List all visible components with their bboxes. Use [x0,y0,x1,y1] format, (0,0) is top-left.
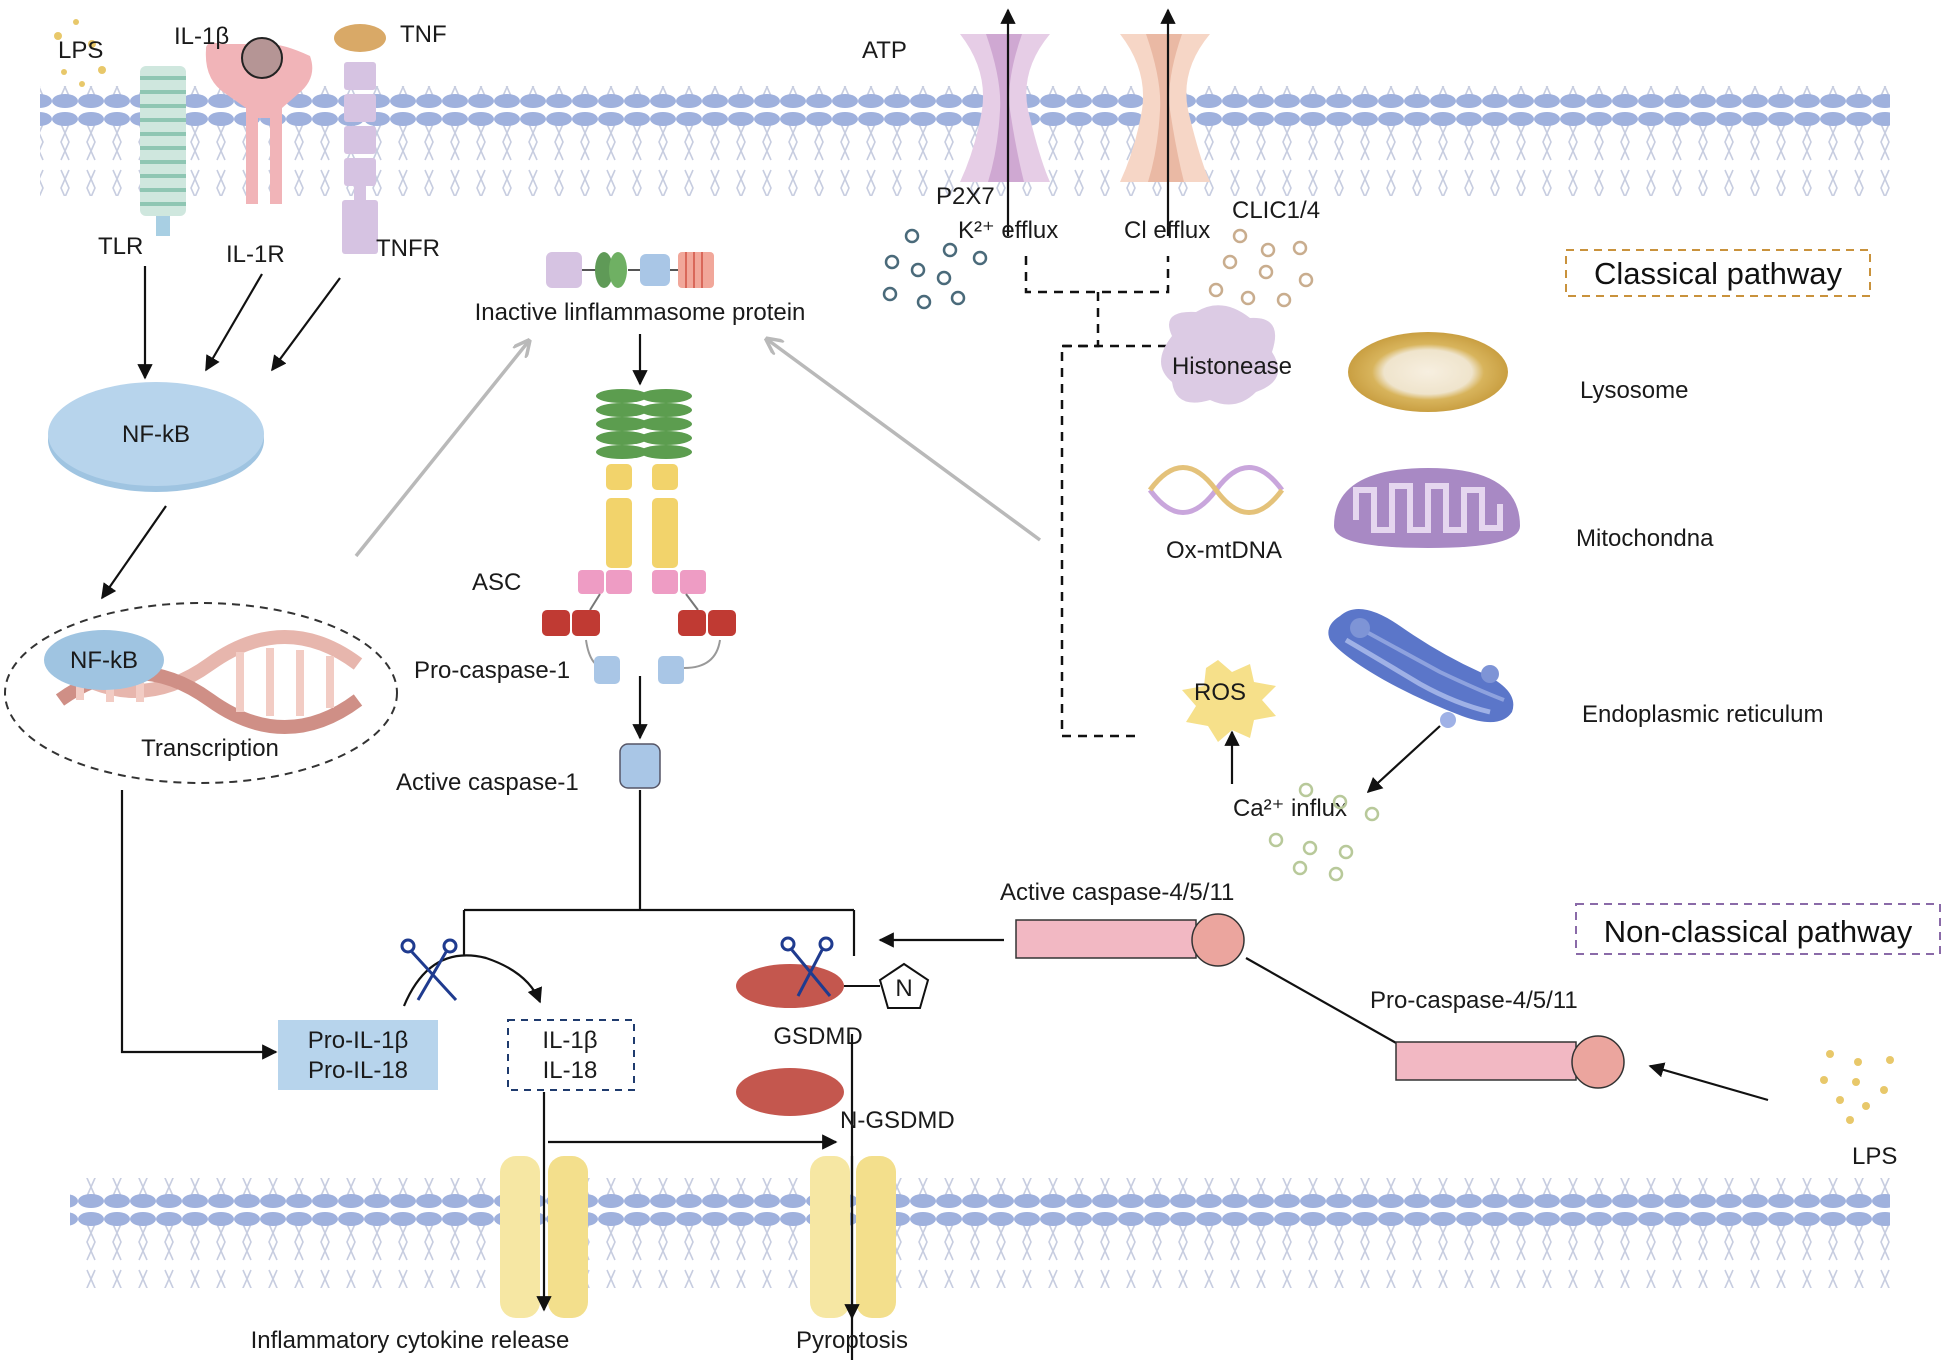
histonease-icon [1161,305,1279,405]
mitochondria-icon [1334,468,1520,548]
nfkb-node: NF-kB [48,382,264,492]
lps-particles-bottom [1820,1050,1894,1124]
tnf-label: TNF [400,21,447,48]
n-terminal-label: N [895,975,912,1002]
il1b-label: IL-1β [542,1027,597,1054]
gsdmd-pore [810,1156,896,1318]
lysosome-label: Lysosome [1580,377,1689,404]
cl-ions [1208,228,1314,308]
ros-label: ROS [1194,679,1246,706]
pro-il18-label: Pro-IL-18 [308,1057,408,1084]
ox-mtdna-icon [1147,465,1285,515]
active-caspase1-icon [619,743,661,789]
active-inflammasome-complex [542,389,736,684]
lps-label-bottom: LPS [1852,1143,1897,1170]
arrow-lps-procaspase [1648,1062,1769,1102]
histonease-label: Histonease [1172,353,1292,380]
nfkb-label: NF-kB [122,421,190,448]
ca-influx-label: Ca²⁺ influx [1233,795,1347,822]
k-efflux-label: K²⁺ efflux [958,217,1058,244]
tnf-ligand-icon [334,24,386,52]
tnfr-receptor [342,62,378,254]
clic-label: CLIC1/4 [1232,197,1320,224]
caspase1-branch [462,790,854,956]
non-classical-pathway-badge: Non-classical pathway [1575,903,1941,955]
gsdmd-label: GSDMD [773,1023,862,1050]
il1r-receptor [205,42,313,204]
ox-mtdna-label: Ox-mtDNA [1166,537,1282,564]
il-box: IL-1β IL-18 [507,1019,635,1091]
link-active-pro-caspase [1245,957,1399,1045]
gsdmd-icon: N [736,962,930,1009]
n-gsdmd-label: N-GSDMD [840,1107,955,1134]
plasma-membrane-bottom [70,1178,1890,1288]
dashed-efflux-join [1024,256,1170,294]
lysosome-icon [1348,332,1508,412]
active-caspase-4511-icon [1015,913,1245,967]
er-label: Endoplasmic reticulum [1582,701,1823,728]
active-caspase-4511-label: Active caspase-4/5/11 [1000,879,1234,906]
transcription-label: Transcription [141,735,279,762]
il1b-ligand-icon [241,37,283,79]
cl-efflux-label: Cl efflux [1124,217,1210,244]
feedback-arrow-right [768,340,1042,542]
pro-caspase-4511-icon [1395,1035,1625,1089]
n-gsdmd-icon [736,1068,844,1116]
endoplasmic-reticulum-icon [1328,608,1514,728]
classical-pathway-badge: Classical pathway [1565,249,1871,297]
transcription-zone: NF-kB Transcription [4,602,398,784]
tlr-label: TLR [98,233,143,260]
nfkb-dna-label: NF-kB [70,647,138,674]
pro-il-box: Pro-IL-1β Pro-IL-18 [278,1020,438,1090]
tlr-receptor [140,66,186,236]
arrow-cleavage-il [402,954,542,1007]
pyroptosis-label: Pyroptosis [796,1327,908,1354]
clic-channel [1120,34,1210,182]
arrow-nfkb-transcription [101,505,167,600]
lps-particles-top [54,19,106,87]
pro-caspase1-label: Pro-caspase-1 [414,657,570,684]
pro-il1b-label: Pro-IL-1β [308,1027,409,1054]
lps-label-top: LPS [58,37,103,64]
ca-ions [1268,782,1380,882]
p2x7-channel [960,34,1050,182]
cytokine-pore [500,1156,588,1318]
tnfr-label: TNFR [376,235,440,262]
asc-label: ASC [472,569,521,596]
mitochondria-label: Mitochondna [1576,525,1714,552]
arrow-er-ca [1366,725,1441,794]
scissors-icon [400,938,458,1002]
feedback-arrow-left [354,342,528,558]
ros-icon [1182,660,1276,742]
arrow-transcription-proil [120,790,278,1060]
p2x7-label: P2X7 [936,183,995,210]
il1r-label: IL-1R [226,241,285,268]
scissors-icon-gsdmd [780,936,834,997]
k-ions [882,228,988,310]
inactive-inflammasome-icon [546,252,714,288]
arrow-il1r-nfkb [205,273,263,372]
il18-label: IL-18 [543,1057,598,1084]
arrow-tnfr-nfkb [271,277,341,372]
inactive-inflammasome-label: Inactive linflammasome protein [475,299,806,326]
non-classical-pathway-label: Non-classical pathway [1604,914,1913,949]
il1b-ligand-label: IL-1β [174,23,229,50]
pro-caspase-4511-label: Pro-caspase-4/5/11 [1370,987,1578,1014]
atp-label: ATP [862,37,907,64]
cytokine-release-label: Inflammatory cytokine release [251,1327,570,1354]
active-caspase1-label: Active caspase-1 [396,769,579,796]
dashed-main-connector [1060,292,1140,738]
classical-pathway-label: Classical pathway [1594,256,1843,291]
